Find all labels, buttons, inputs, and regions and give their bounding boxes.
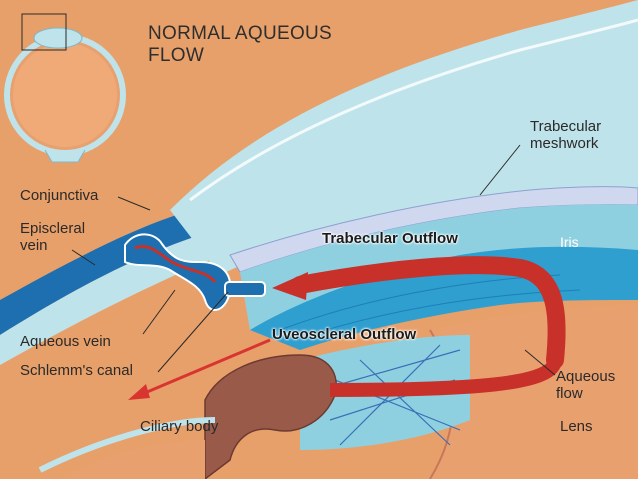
cornea-edge — [189, 18, 638, 202]
label-aqueous-flow-line-1: Aqueous — [556, 368, 616, 385]
label-schlemms-canal: Schlemm's canal — [20, 362, 133, 379]
label-aqueous-flow-line-2: flow — [556, 385, 583, 402]
label-conjunctiva: Conjunctiva — [20, 187, 99, 204]
label-trabecular-line-2: meshwork — [530, 135, 599, 152]
label-ciliary-body: Ciliary body — [140, 418, 219, 435]
schlemms-canal-shape — [224, 281, 266, 297]
inset-eye — [4, 13, 126, 163]
label-lens: Lens — [560, 418, 593, 435]
aqueous-flow-return — [329, 358, 562, 397]
title-line-2: FLOW — [148, 45, 205, 66]
episcleral-layer — [0, 235, 210, 365]
uveoscleral-arrow-line — [139, 338, 271, 397]
label-trabecular-meshwork: Trabecular meshwork — [530, 118, 601, 152]
uveoscleral-arrowhead — [128, 384, 150, 400]
label-aqueous-vein: Aqueous vein — [20, 333, 111, 350]
label-episcleral-vein: Episcleral vein — [20, 220, 85, 254]
lower-tissue — [60, 440, 205, 479]
label-episcleral-line-1: Episcleral — [20, 220, 86, 237]
label-iris: Iris — [560, 234, 579, 250]
title-line-1: NORMAL AQUEOUS — [148, 23, 333, 44]
lens-shape — [430, 305, 638, 479]
annotation-trabecular-outflow: Trabecular Outflow — [322, 230, 458, 247]
aqueous-flow-path — [291, 256, 566, 369]
diagram-title: NORMAL AQUEOUS FLOW — [148, 23, 332, 67]
iris-fiber — [299, 289, 581, 339]
label-aqueous-flow: Aqueous flow — [556, 368, 615, 402]
flow-arrowhead — [272, 272, 308, 300]
ciliary-lining — [38, 417, 216, 473]
leader-lines — [71, 144, 556, 376]
label-trabecular-line-1: Trabecular — [530, 118, 602, 135]
venous-blood — [134, 245, 217, 284]
label-episcleral-line-2: vein — [20, 237, 48, 254]
annotation-uveoscleral-outflow: Uveoscleral Outflow — [272, 326, 417, 343]
